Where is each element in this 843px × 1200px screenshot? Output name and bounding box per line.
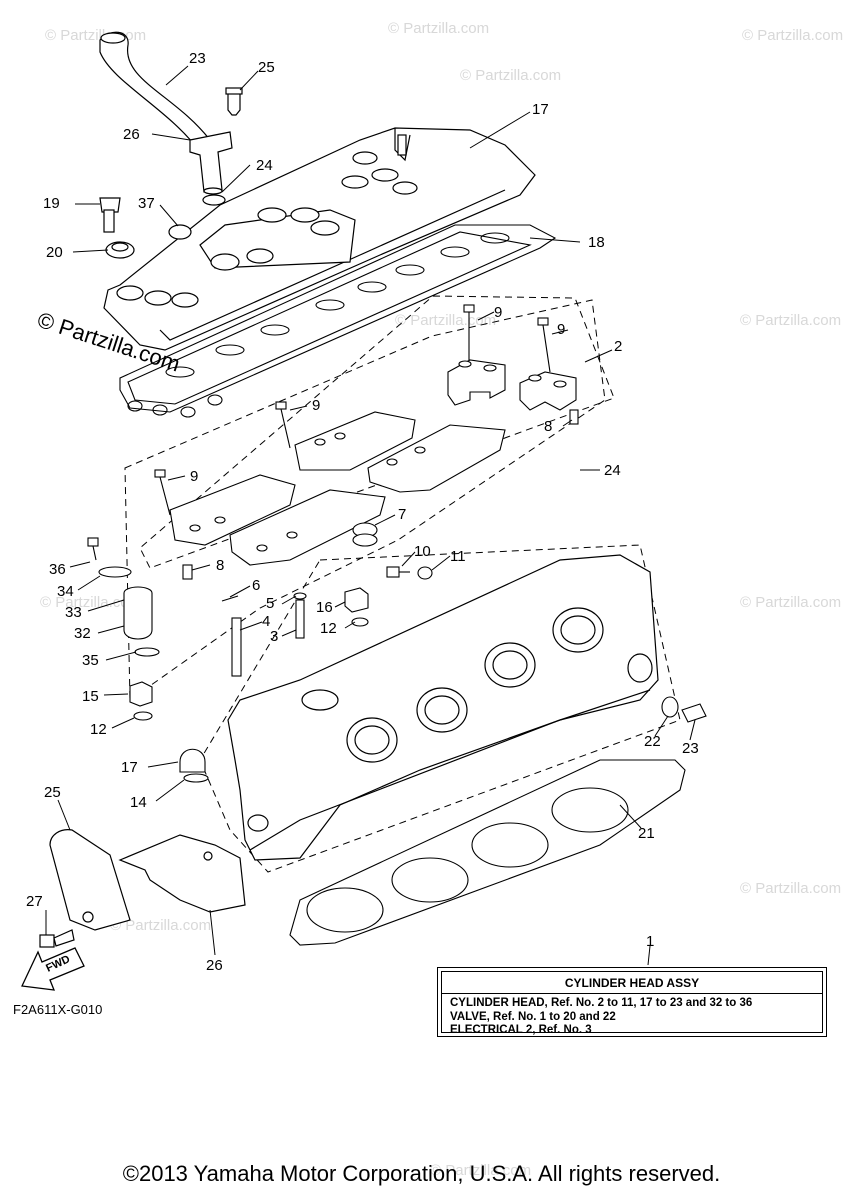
callout-22: 22	[644, 733, 661, 750]
callout-25: 25	[44, 784, 61, 801]
callout-36: 36	[49, 561, 66, 578]
legend-line: ELECTRICAL 2, Ref. No. 3	[450, 1024, 592, 1036]
callout-14: 15	[82, 688, 99, 705]
callout-12: 12	[90, 721, 107, 738]
engine-bracket	[39, 829, 246, 948]
callout-31: 26	[123, 126, 140, 143]
callout-37: 37	[138, 195, 155, 212]
watermark: © Partzilla.com	[388, 20, 489, 37]
valve-cover	[103, 127, 536, 351]
callout-16: 17	[121, 759, 138, 776]
cam-caps-upper	[154, 304, 579, 580]
head-gasket	[289, 759, 686, 946]
callout-5: 5	[266, 595, 274, 612]
cylinder-head	[227, 554, 659, 861]
callout-1: 1	[646, 933, 654, 950]
callout-30: 25	[258, 59, 275, 76]
leader-lines	[45, 65, 696, 966]
callout-9: 9	[312, 397, 320, 414]
callout-29: 24	[256, 157, 273, 174]
callout-24: 24	[604, 462, 621, 479]
watermark: © Partzilla.com	[460, 67, 561, 84]
side-parts	[87, 537, 707, 783]
watermark: © Partzilla.com	[45, 27, 146, 44]
copyright: ©2013 Yamaha Motor Corporation, U.S.A. A…	[122, 1161, 721, 1186]
callout-18: 18	[588, 234, 605, 251]
cam-caps-lower	[169, 411, 506, 566]
callout-20: 20	[46, 244, 63, 261]
watermark: © Partzilla.com	[40, 594, 141, 611]
forward-arrow: FWD	[21, 947, 85, 991]
watermark: © Partzilla.com	[395, 312, 496, 329]
callout-7: 7	[398, 506, 406, 523]
callout-32: 32	[74, 625, 91, 642]
callout-8: 8	[544, 418, 552, 435]
watermark: © Partzilla.com	[742, 27, 843, 44]
callout-10: 10	[414, 543, 431, 560]
callout-3: 3	[270, 628, 278, 645]
callout-19: 19	[43, 195, 60, 212]
legend-divider	[442, 993, 822, 994]
cam-cap-group-boundary-2	[124, 299, 606, 701]
watermark: © Partzilla.com	[740, 312, 841, 329]
legend-line: CYLINDER HEAD, Ref. No. 2 to 11, 17 to 2…	[450, 997, 753, 1009]
watermark: © Partzilla.com	[430, 1162, 531, 1179]
legend-box: CYLINDER HEAD ASSY CYLINDER HEAD, Ref. N…	[437, 967, 827, 1037]
callout-11: 11	[450, 548, 466, 565]
callout-13: 14	[130, 794, 147, 811]
callout-8: 8	[216, 557, 224, 574]
legend-inner: CYLINDER HEAD ASSY CYLINDER HEAD, Ref. N…	[441, 971, 823, 1036]
callout-15: 16	[316, 599, 333, 616]
callout-35: 35	[82, 652, 99, 669]
watermark: © Partzilla.com	[740, 594, 841, 611]
callout-27: 27	[26, 893, 43, 910]
callout-21: 21	[638, 825, 655, 842]
legend-line: VALVE, Ref. No. 1 to 20 and 22	[450, 1011, 616, 1023]
watermark: © Partzilla.com	[110, 917, 211, 934]
callout-26: 26	[206, 957, 223, 974]
callout-4: 4	[262, 613, 270, 630]
callout-9: 9	[557, 321, 565, 338]
callout-2: 2	[614, 338, 622, 355]
callout-17: 17	[532, 101, 549, 118]
callout-6: 6	[252, 577, 260, 594]
callout-9: 9	[190, 468, 198, 485]
legend-title: CYLINDER HEAD ASSY	[564, 976, 700, 990]
callout-12: 12	[320, 620, 337, 637]
callout-33: 33	[65, 604, 82, 621]
watermark: © Partzilla.com	[740, 880, 841, 897]
callout-labels: 23 25 26 24 17 19 37 20 18 2 9 9 9 9 8 8…	[26, 50, 699, 974]
callout-34: 34	[57, 583, 74, 600]
callout-23: 23	[682, 740, 699, 757]
callout-28: 23	[189, 50, 206, 67]
cover-gasket	[119, 224, 557, 418]
breather-parts	[99, 31, 243, 259]
diagram-code: F2A611X-G010	[13, 1002, 103, 1017]
callout-9: 9	[494, 304, 502, 321]
